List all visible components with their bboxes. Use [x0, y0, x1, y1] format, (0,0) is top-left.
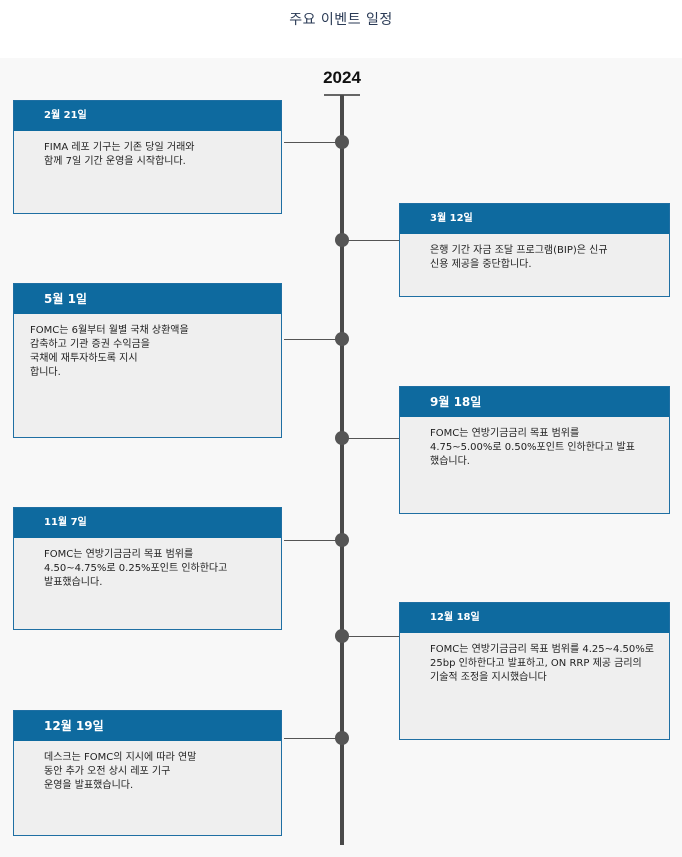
- event-date-6: 12월 18일: [400, 603, 669, 633]
- timeline-dot-3: [335, 332, 349, 346]
- event-date-1: 2월 21일: [14, 101, 281, 131]
- event-text-5: FOMC는 연방기금금리 목표 범위를 4.50~4.75%로 0.25%포인트…: [44, 549, 228, 588]
- event-text-2: 은행 기간 자금 조달 프로그램(BIP)은 신규 신용 제공을 중단합니다.: [430, 245, 608, 270]
- event-text-6: FOMC는 연방기금금리 목표 범위를 4.25~4.50%로 25bp 인하한…: [430, 644, 654, 683]
- connector-5: [284, 540, 340, 541]
- timeline-dot-4: [335, 431, 349, 445]
- event-card-6: 12월 18일 FOMC는 연방기금금리 목표 범위를 4.25~4.50%로 …: [399, 602, 670, 740]
- connector-3: [284, 339, 340, 340]
- event-date-3: 5월 1일: [14, 284, 281, 314]
- event-card-7: 12월 19일 데스크는 FOMC의 지시에 따라 연말 동안 추가 오전 상시…: [13, 710, 282, 836]
- timeline-dot-6: [335, 629, 349, 643]
- page-title: 주요 이벤트 일정: [289, 12, 393, 28]
- event-text-4: FOMC는 연방기금금리 목표 범위를 4.75~5.00%로 0.50%포인트…: [430, 428, 635, 467]
- event-date-2: 3월 12일: [400, 204, 669, 234]
- event-date-4: 9월 18일: [400, 387, 669, 417]
- year-label: 2024: [323, 68, 361, 87]
- connector-6: [344, 636, 400, 637]
- event-card-4: 9월 18일 FOMC는 연방기금금리 목표 범위를 4.75~5.00%로 0…: [399, 386, 670, 514]
- event-date-7: 12월 19일: [14, 711, 281, 741]
- timeline-dot-1: [335, 135, 349, 149]
- connector-2: [344, 240, 400, 241]
- connector-4: [344, 438, 400, 439]
- event-card-5: 11월 7일 FOMC는 연방기금금리 목표 범위를 4.50~4.75%로 0…: [13, 507, 282, 630]
- timeline-axis: [340, 95, 344, 845]
- event-card-3: 5월 1일 FOMC는 6월부터 월별 국채 상환액을 감축하고 기관 증권 수…: [13, 283, 282, 438]
- event-date-5: 11월 7일: [14, 508, 281, 538]
- timeline-dot-2: [335, 233, 349, 247]
- event-text-3: FOMC는 6월부터 월별 국채 상환액을 감축하고 기관 증권 수익금을 국채…: [30, 325, 189, 378]
- connector-7: [284, 738, 340, 739]
- event-text-1: FIMA 레포 기구는 기존 당일 거래와 함께 7일 기간 운영을 시작합니다…: [44, 142, 195, 167]
- event-card-1: 2월 21일 FIMA 레포 기구는 기존 당일 거래와 함께 7일 기간 운영…: [13, 100, 282, 214]
- timeline-dot-7: [335, 731, 349, 745]
- connector-1: [284, 142, 340, 143]
- timeline-dot-5: [335, 533, 349, 547]
- event-card-2: 3월 12일 은행 기간 자금 조달 프로그램(BIP)은 신규 신용 제공을 …: [399, 203, 670, 297]
- event-text-7: 데스크는 FOMC의 지시에 따라 연말 동안 추가 오전 상시 레포 기구 운…: [44, 752, 197, 791]
